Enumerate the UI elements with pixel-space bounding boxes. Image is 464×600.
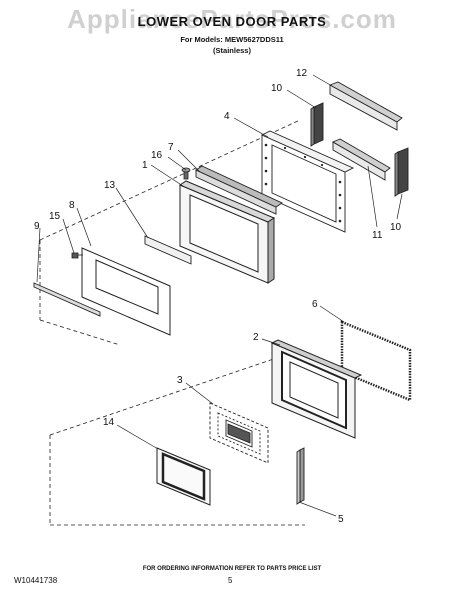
callout-14: 14 [103,417,115,428]
callout-5: 5 [338,514,344,525]
callout-9: 9 [34,221,40,232]
assembly-boundary-lines [39,119,305,526]
callout-15: 15 [49,211,61,222]
part-10-left-trim [310,102,324,147]
callout-7: 7 [168,142,174,153]
callout-8: 8 [69,200,75,211]
leader-lines [36,74,403,517]
part-9-bottom-rod [33,282,101,317]
callout-3: 3 [177,375,183,386]
part-14-window-panel [156,447,211,506]
callout-6: 6 [312,299,318,310]
part-4-inner-panel [260,130,355,233]
callout-16: 16 [151,150,163,161]
part-12-top-trim [328,81,403,131]
callout-10-lower: 10 [390,222,402,233]
ordering-note: FOR ORDERING INFORMATION REFER TO PARTS … [142,566,322,572]
model-line: For Models: MEW5627DDS11 [180,35,284,44]
callout-13: 13 [104,180,116,191]
variant-line: (Stainless) [213,46,251,55]
part-8-outer-door [81,247,171,336]
part-11-lower-trim [331,138,391,181]
part-15-screw [71,252,83,259]
callout-12: 12 [296,68,308,79]
callout-4: 4 [224,111,230,122]
part-2-door-liner [270,339,363,439]
watermark: AppliancePartsPros.com [67,4,397,34]
part-1-door-frame [178,180,276,284]
document-number: W10441738 [14,576,58,585]
callout-1: 1 [142,160,148,171]
part-10-right-trim [394,147,409,197]
callout-2: 2 [253,332,259,343]
page-title: LOWER OVEN DOOR PARTS [137,14,327,29]
callout-numbers: 12 10 4 7 16 1 13 8 15 9 11 10 6 2 3 14 … [34,68,402,525]
part-13-label-plate [144,235,192,265]
part-3-window-assembly [209,402,269,464]
part-7-baffle-strip [195,165,283,215]
page-number: 5 [228,576,233,585]
callout-11: 11 [372,230,383,241]
part-6-gasket [340,320,412,402]
part-5-hinge [296,447,305,505]
callout-10-upper: 10 [271,83,283,94]
